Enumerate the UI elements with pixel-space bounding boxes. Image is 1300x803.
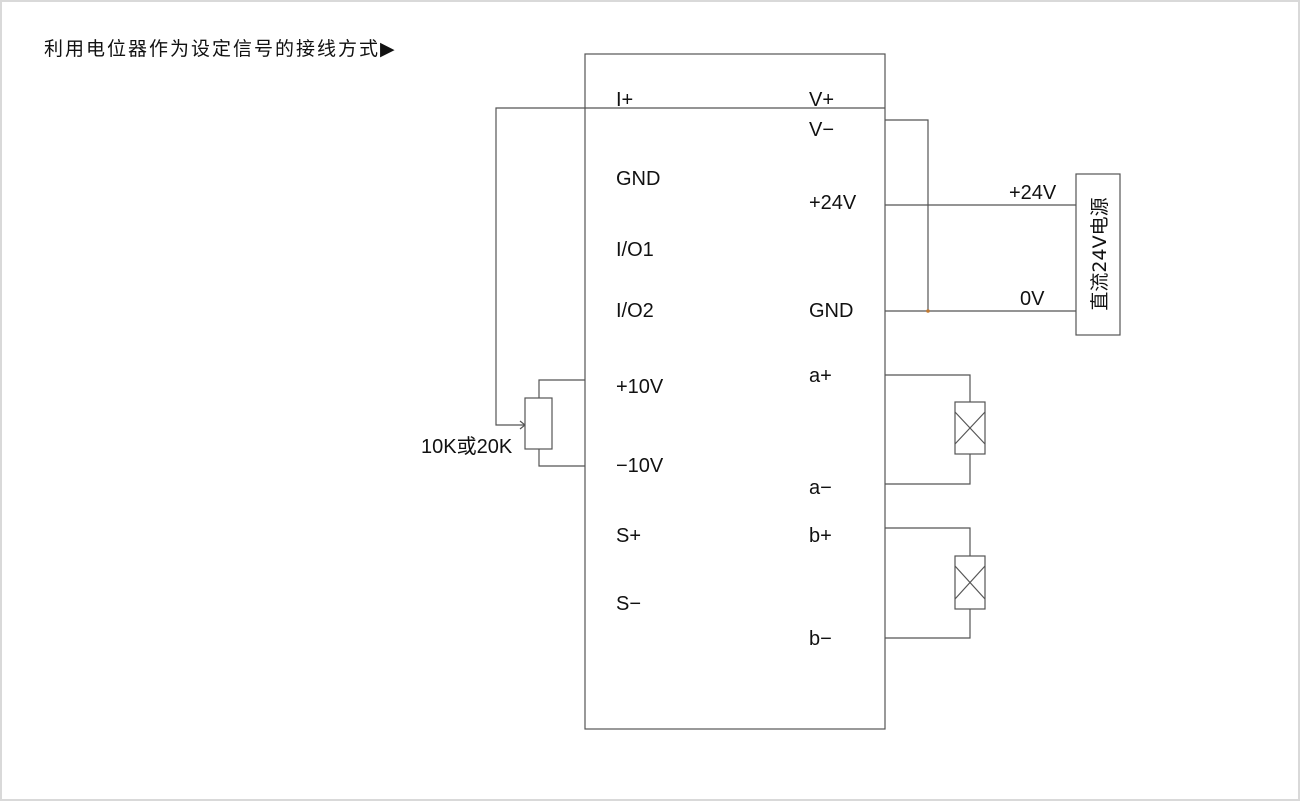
power-supply-box xyxy=(1075,173,1121,336)
terminal-b-minus: b− xyxy=(809,628,832,650)
wire-pot-to-plus10v xyxy=(538,379,585,398)
terminal-a-plus: a+ xyxy=(809,365,832,387)
terminal-io1: I/O1 xyxy=(616,239,654,261)
wire-wiper-to-v-plus xyxy=(495,107,885,426)
wire-a-minus xyxy=(885,454,971,485)
terminal-plus10v: +10V xyxy=(616,376,664,398)
driver-block xyxy=(584,53,886,730)
terminal-gnd-right: GND xyxy=(809,300,853,322)
supply-0v-label: 0V xyxy=(1020,288,1045,310)
power-supply-label: 直流24V电源 xyxy=(1089,197,1111,310)
terminal-s-plus: S+ xyxy=(616,525,641,547)
wire-b-plus xyxy=(885,527,971,556)
terminal-v-plus: V+ xyxy=(809,89,834,111)
junction-dot xyxy=(926,309,930,313)
potentiometer-label: 10K或20K xyxy=(421,435,513,458)
coil-a-symbol xyxy=(954,401,986,455)
wire-a-plus xyxy=(885,374,971,402)
terminal-a-minus: a− xyxy=(809,477,832,499)
terminal-gnd-left: GND xyxy=(616,168,660,190)
terminal-io2: I/O2 xyxy=(616,300,654,322)
wire-v-minus-to-gnd xyxy=(885,119,929,311)
terminal-b-plus: b+ xyxy=(809,525,832,547)
diagram-title: 利用电位器作为设定信号的接线方式▶ xyxy=(44,38,397,60)
wire-b-minus xyxy=(885,609,971,639)
terminal-s-minus: S− xyxy=(616,593,641,615)
terminal-minus10v: −10V xyxy=(616,455,664,477)
coil-b-symbol xyxy=(954,555,986,610)
terminal-plus24v: +24V xyxy=(809,192,857,214)
wire-pot-to-minus10v xyxy=(538,449,585,467)
supply-plus24v-label: +24V xyxy=(1009,182,1057,204)
potentiometer-symbol xyxy=(524,397,553,450)
terminal-v-minus: V− xyxy=(809,119,834,141)
terminal-i-plus: I+ xyxy=(616,89,633,111)
